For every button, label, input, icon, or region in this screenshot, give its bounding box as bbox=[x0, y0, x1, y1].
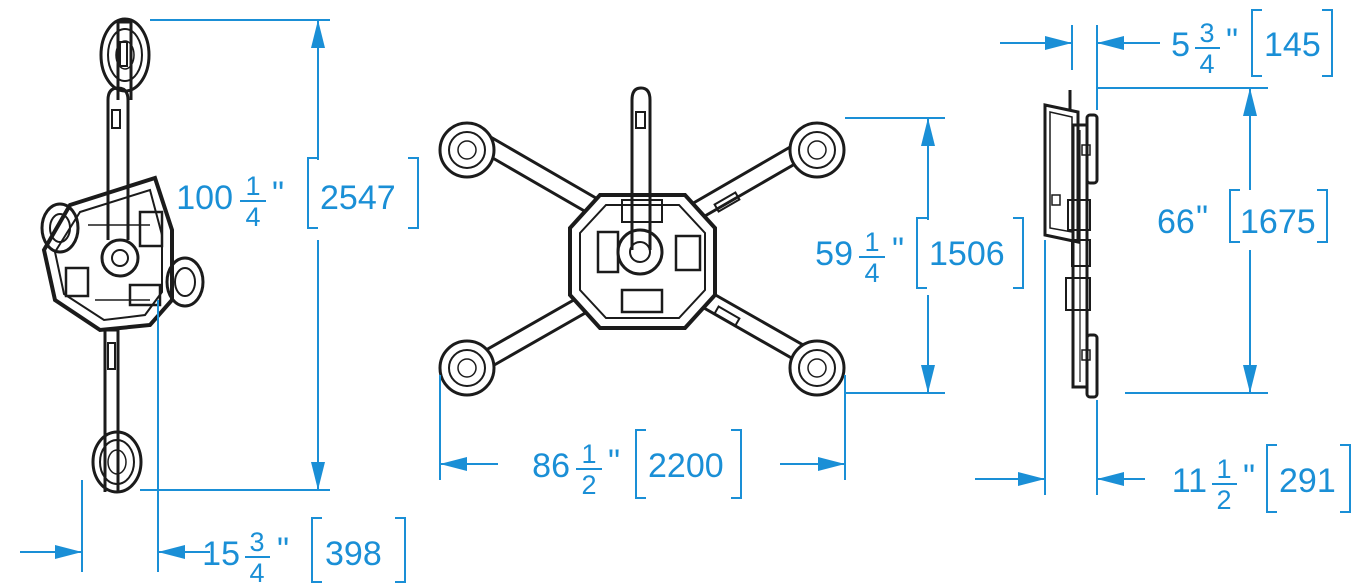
dim-denominator: 2 bbox=[1216, 485, 1231, 515]
arrow-right bbox=[1018, 472, 1045, 486]
dim-metric: 1675 bbox=[1240, 203, 1316, 241]
side-view-left bbox=[40, 17, 205, 494]
dim-left-depth: 15 3 4 " 398 bbox=[20, 300, 406, 588]
dim-whole: 5 bbox=[1171, 26, 1190, 64]
dim-numerator: 1 bbox=[581, 439, 596, 469]
suction-pad-top-right bbox=[788, 121, 846, 179]
lifting-handle bbox=[106, 86, 130, 240]
arrow-right bbox=[55, 545, 82, 559]
front-view bbox=[438, 86, 846, 397]
dim-numerator: 1 bbox=[864, 227, 879, 257]
arrow-down bbox=[921, 365, 935, 393]
arrow-left bbox=[158, 545, 185, 559]
dim-numerator: 3 bbox=[1199, 18, 1214, 48]
arrow-down bbox=[311, 462, 325, 490]
dim-numerator: 3 bbox=[249, 527, 264, 557]
suction-pad-top bbox=[99, 17, 151, 93]
dim-denominator: 4 bbox=[245, 202, 260, 232]
dim-right-bottom-depth: 11 1 2 " 291 bbox=[975, 240, 1351, 515]
dim-numerator: 1 bbox=[1216, 454, 1231, 484]
frame-body bbox=[568, 193, 717, 330]
suction-pad-bottom-right bbox=[788, 339, 846, 397]
dim-right-top-depth: 5 3 4 " 145 bbox=[1000, 9, 1333, 110]
dim-metric: 291 bbox=[1279, 462, 1336, 500]
arrow-left bbox=[1097, 36, 1124, 50]
dim-metric: 398 bbox=[325, 535, 382, 573]
dim-metric: 2547 bbox=[320, 179, 396, 217]
dim-whole: 66 bbox=[1157, 203, 1195, 241]
dim-metric: 145 bbox=[1264, 26, 1321, 64]
dim-unit: " bbox=[1243, 458, 1255, 496]
dim-numerator: 1 bbox=[245, 171, 260, 201]
suction-pad-bottom-left bbox=[438, 339, 496, 397]
dim-whole: 11 bbox=[1172, 462, 1207, 500]
arrow-right bbox=[1045, 36, 1072, 50]
suction-pad-top-left bbox=[438, 121, 496, 179]
dim-unit: " bbox=[1226, 22, 1238, 60]
arrow-left bbox=[440, 457, 467, 471]
dim-denominator: 4 bbox=[1199, 49, 1214, 79]
arrow-right bbox=[818, 457, 845, 471]
dim-whole: 59 bbox=[815, 235, 853, 273]
side-view-right bbox=[1043, 90, 1099, 399]
arrow-down bbox=[1243, 365, 1257, 393]
dim-whole: 86 bbox=[532, 447, 570, 485]
dim-front-width: 86 1 2 " 2200 bbox=[439, 375, 846, 500]
arrow-up bbox=[311, 20, 325, 48]
arrow-up bbox=[1243, 88, 1257, 116]
dim-denominator: 4 bbox=[249, 558, 264, 588]
dim-metric: 1506 bbox=[929, 235, 1005, 273]
frame-body bbox=[40, 175, 205, 333]
dim-denominator: 2 bbox=[581, 470, 596, 500]
dim-denominator: 4 bbox=[864, 258, 879, 288]
dim-left-height: 100 1 4 " 2547 bbox=[140, 19, 419, 491]
dim-whole: 15 bbox=[202, 535, 240, 573]
dim-metric: 2200 bbox=[648, 447, 724, 485]
dim-unit: " bbox=[608, 443, 620, 481]
dim-unit: " bbox=[1196, 199, 1208, 237]
dim-unit: " bbox=[892, 231, 904, 269]
dim-front-height: 59 1 4 " 1506 bbox=[815, 117, 1024, 394]
arrow-up bbox=[921, 118, 935, 146]
dim-unit: " bbox=[272, 175, 284, 213]
arrow-left bbox=[1097, 472, 1124, 486]
dim-right-height: 66 " 1675 bbox=[1097, 87, 1328, 394]
dim-unit: " bbox=[277, 531, 289, 569]
dim-whole: 100 bbox=[176, 179, 233, 217]
lifting-handle bbox=[630, 86, 652, 250]
